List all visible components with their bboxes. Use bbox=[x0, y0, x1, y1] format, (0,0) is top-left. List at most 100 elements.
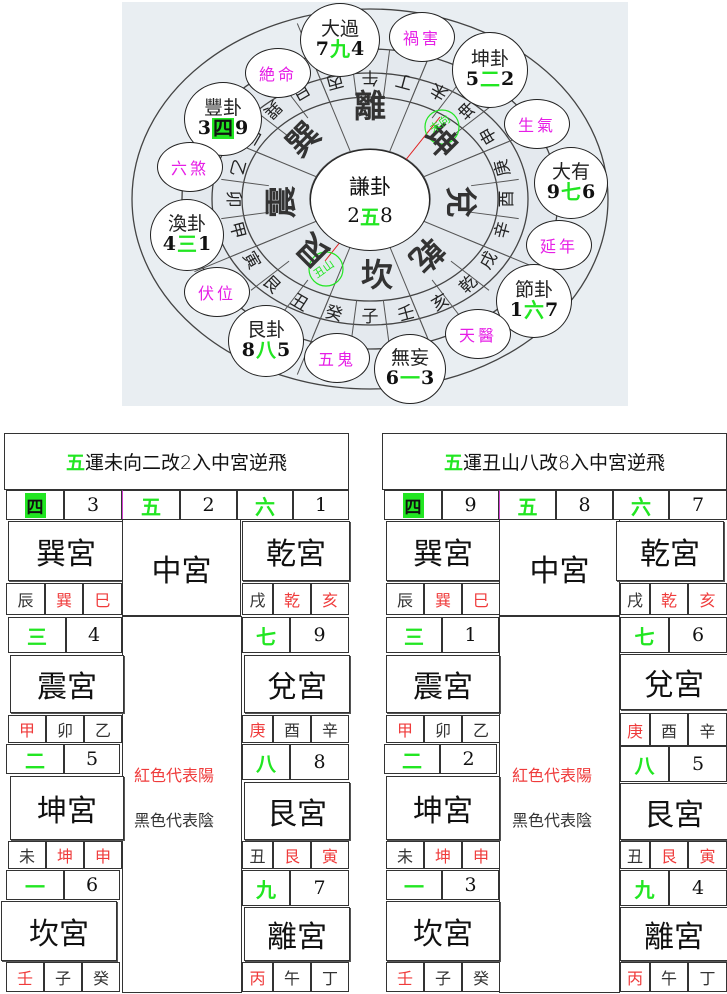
star-cell-center: 五 bbox=[122, 490, 180, 520]
mountain-hai: 亥 bbox=[311, 583, 349, 615]
mountain-geng: 庚 bbox=[242, 715, 273, 743]
star-tianyi: 天醫 bbox=[445, 309, 511, 359]
mountain-jia: 甲 bbox=[386, 715, 424, 743]
mountain-wei: 未 bbox=[386, 841, 424, 869]
center-hexagram-bubble: 謙卦 2 五 8 bbox=[310, 149, 430, 251]
flying-star-chart-right: 五運丑山八改8入中宮逆飛 四 9 五 8 六 7 巽宮 辰 巽 巳 中宮 乾宮 … bbox=[382, 433, 727, 993]
palace-dui: 兌宮 bbox=[620, 654, 727, 710]
chart-title: 五運丑山八改8入中宮逆飛 bbox=[382, 433, 727, 490]
luopan-compass-diagram: 離 坤 兌 乾 坎 艮 震 巽 丙 午 丁 未 坤 申 庚 酉 辛 戌 乾 亥 … bbox=[122, 2, 628, 406]
mountain-qian: 乾 bbox=[650, 583, 688, 615]
legend-yin: 黑色代表陰 bbox=[134, 811, 215, 830]
mountain-yi: 乙 bbox=[84, 715, 122, 743]
center-hexagram-name: 謙卦 bbox=[349, 174, 391, 199]
star-yannian: 延年 bbox=[526, 220, 592, 270]
num-cell-li: 7 bbox=[290, 870, 349, 906]
svg-text:午: 午 bbox=[362, 67, 379, 87]
star-wugui: 五鬼 bbox=[304, 333, 370, 383]
palace-li: 離宮 bbox=[620, 907, 727, 961]
star-cell-zhen: 三 bbox=[386, 617, 442, 653]
mountain-wu: 午 bbox=[650, 962, 688, 992]
mountain-you: 酉 bbox=[650, 713, 688, 746]
num-cell-zhen: 4 bbox=[66, 617, 122, 653]
num-cell-dui: 6 bbox=[669, 617, 727, 653]
mountain-yin: 寅 bbox=[311, 841, 349, 869]
legend-yang: 紅色代表陽 bbox=[512, 766, 593, 785]
legend-yang: 紅色代表陽 bbox=[134, 766, 215, 785]
mountain-chou: 丑 bbox=[242, 841, 273, 869]
num-cell-kun: 2 bbox=[440, 744, 497, 774]
svg-text:震: 震 bbox=[262, 185, 300, 218]
svg-text:壬: 壬 bbox=[395, 302, 417, 326]
palace-center: 中宮 bbox=[122, 519, 241, 616]
star-shengqi: 生氣 bbox=[504, 99, 570, 149]
palace-gen: 艮宮 bbox=[620, 783, 727, 840]
mountain-gen: 艮 bbox=[650, 841, 688, 869]
star-cell-dui: 七 bbox=[242, 617, 290, 653]
num-cell-kan: 6 bbox=[64, 870, 120, 900]
mountain-ding: 丁 bbox=[688, 962, 727, 992]
star-cell-li: 九 bbox=[242, 870, 290, 906]
num-cell-kan: 3 bbox=[442, 870, 499, 900]
star-huohai: 禍害 bbox=[389, 12, 455, 62]
mountain-yin: 寅 bbox=[688, 841, 727, 869]
palace-kun: 坤宮 bbox=[10, 776, 124, 840]
mountain-gui: 癸 bbox=[82, 962, 120, 992]
mountain-mao: 卯 bbox=[424, 715, 462, 743]
mountain-geng: 庚 bbox=[620, 713, 650, 746]
mountain-ren: 壬 bbox=[6, 962, 44, 992]
num-cell-kun: 5 bbox=[64, 744, 120, 774]
mountain-ren: 壬 bbox=[386, 962, 424, 992]
mountain-wu: 午 bbox=[273, 962, 311, 992]
svg-text:甲: 甲 bbox=[225, 219, 249, 241]
palace-kan: 坎宮 bbox=[386, 901, 500, 961]
mountain-bing: 丙 bbox=[620, 962, 650, 992]
flying-star-chart-left: 五運未向二改2入中宮逆飛 四 3 五 2 六 1 巽宮 辰 巽 巳 中宮 乾宮 … bbox=[1, 433, 350, 993]
star-cell-xun: 四 bbox=[384, 490, 442, 520]
star-cell-kun: 二 bbox=[6, 744, 64, 774]
star-cell-kan: 一 bbox=[386, 870, 442, 900]
mountain-kun: 坤 bbox=[46, 841, 84, 869]
num-cell-xun: 3 bbox=[64, 490, 122, 520]
svg-text:丁: 丁 bbox=[393, 69, 415, 93]
mountain-gen: 艮 bbox=[273, 841, 311, 869]
star-cell-xun: 四 bbox=[6, 490, 64, 520]
svg-text:酉: 酉 bbox=[497, 191, 517, 208]
mountain-zi: 子 bbox=[44, 962, 82, 992]
mountain-you: 酉 bbox=[273, 715, 311, 743]
palace-qian: 乾宮 bbox=[616, 521, 724, 581]
num-cell-xun: 9 bbox=[442, 490, 499, 520]
mountain-xu: 戌 bbox=[242, 583, 273, 615]
palace-kan: 坎宮 bbox=[1, 901, 117, 961]
star-cell-gen: 八 bbox=[620, 746, 669, 782]
mountain-qian: 乾 bbox=[273, 583, 311, 615]
mountain-gui: 癸 bbox=[462, 962, 500, 992]
star-cell-li: 九 bbox=[620, 870, 669, 906]
mountain-wei: 未 bbox=[8, 841, 46, 869]
mountain-chen: 辰 bbox=[6, 583, 45, 615]
palace-qian: 乾宮 bbox=[242, 521, 350, 581]
center-column bbox=[122, 616, 242, 993]
palace-gen: 艮宮 bbox=[244, 782, 350, 840]
num-cell-gen: 8 bbox=[290, 744, 349, 780]
star-liusha: 六煞 bbox=[157, 142, 223, 192]
num-cell-qian: 1 bbox=[293, 490, 349, 520]
center-column bbox=[499, 616, 620, 993]
num-cell-dui: 9 bbox=[290, 617, 349, 653]
svg-text:子: 子 bbox=[362, 307, 379, 327]
svg-text:兌: 兌 bbox=[442, 186, 480, 218]
num-cell-center: 8 bbox=[556, 490, 613, 520]
svg-text:癸: 癸 bbox=[323, 302, 345, 326]
mountain-yi: 乙 bbox=[462, 715, 500, 743]
num-cell-zhen: 1 bbox=[442, 617, 499, 653]
mountain-xin: 辛 bbox=[688, 713, 727, 746]
chart-title: 五運未向二改2入中宮逆飛 bbox=[4, 433, 349, 490]
svg-text:卯: 卯 bbox=[223, 191, 243, 208]
star-cell-kan: 一 bbox=[6, 870, 64, 900]
mountain-si: 巳 bbox=[83, 583, 122, 615]
legend-yin: 黑色代表陰 bbox=[512, 811, 593, 830]
mountain-zi: 子 bbox=[424, 962, 462, 992]
star-cell-center: 五 bbox=[499, 490, 556, 520]
